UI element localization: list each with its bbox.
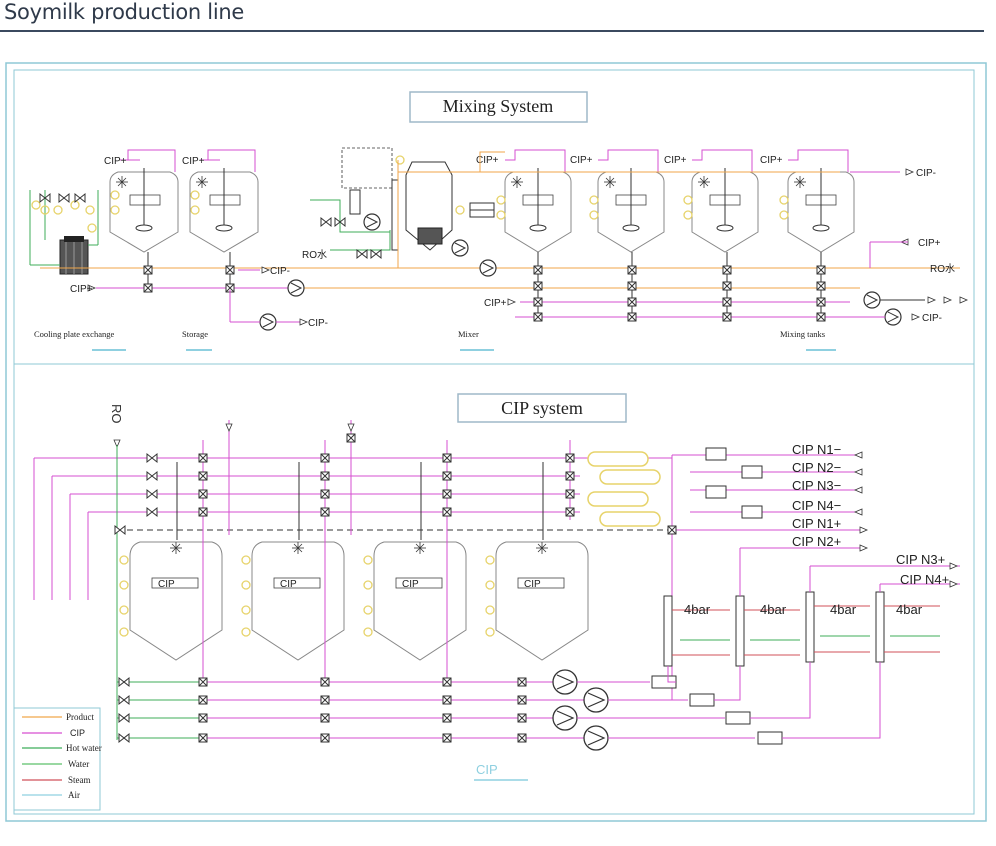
cip-plus-label-2: CIP+ — [182, 156, 205, 167]
ro-water-right: RO水 — [930, 263, 955, 275]
cip-tank-label-3: CIP — [402, 579, 419, 590]
pressure-label-3: 4bar — [830, 602, 857, 617]
cip-plus-right: CIP+ — [918, 238, 941, 249]
cip-plus-label-1: CIP+ — [104, 156, 127, 167]
label-mixing-tanks: Mixing tanks — [780, 329, 825, 339]
legend-label-cip: CIP — [70, 728, 85, 738]
cip-minus-storage-low: CIP- — [308, 318, 328, 329]
heat-exchanger-coils — [587, 451, 661, 527]
legend-label-water: Water — [68, 759, 89, 769]
mixing-pipework — [40, 151, 968, 331]
cip-plus-label-5: CIP+ — [664, 155, 687, 166]
cip-n4-plus: CIP N4+ — [900, 572, 949, 587]
ro-water-left: RO水 — [302, 249, 327, 261]
cip-minus-right-low: CIP- — [922, 313, 942, 324]
mixing-title-box — [409, 91, 588, 123]
cip-frame — [13, 363, 975, 815]
cip-bottom-label: CIP — [476, 762, 498, 777]
cip-system-title: CIP system — [501, 398, 583, 418]
mixing-system-title: Mixing System — [443, 96, 554, 116]
pressure-label-4: 4bar — [896, 602, 923, 617]
ro-label: RO — [109, 404, 124, 424]
cip-plus-left: CIP+ — [70, 284, 93, 295]
cip-n4-minus: CIP N4− — [792, 498, 841, 513]
cip-minus-storage: CIP- — [270, 266, 290, 277]
legend-label-product: Product — [66, 712, 94, 722]
cip-top-manifold — [33, 420, 672, 740]
label-mixer: Mixer — [458, 329, 479, 339]
pressure-label-2: 4bar — [760, 602, 787, 617]
cip-n3-minus: CIP N3− — [792, 478, 841, 493]
page-title: Soymilk production line — [4, 0, 245, 24]
cip-plus-label-4: CIP+ — [570, 155, 593, 166]
legend — [13, 707, 101, 811]
storage-tanks — [109, 149, 259, 253]
cip-plus-mid: CIP+ — [484, 298, 507, 309]
cip-title-box — [457, 393, 627, 423]
cip-n2-plus: CIP N2+ — [792, 534, 841, 549]
pressure-label-1: 4bar — [684, 602, 711, 617]
cip-n2-minus: CIP N2− — [792, 460, 841, 475]
label-storage: Storage — [182, 329, 208, 339]
legend-label-hotwater: Hot water — [66, 743, 102, 753]
cip-n1-minus: CIP N1− — [792, 442, 841, 457]
cip-n1-plus: CIP N1+ — [792, 516, 841, 531]
cip-tank-label-2: CIP — [280, 579, 297, 590]
legend-label-air: Air — [68, 790, 80, 800]
mixer — [310, 147, 495, 259]
cip-plus-label-6: CIP+ — [760, 155, 783, 166]
cip-distribution — [663, 447, 960, 700]
cip-tank-label-1: CIP — [158, 579, 175, 590]
title-divider — [0, 30, 984, 32]
cip-plus-label-3: CIP+ — [476, 155, 499, 166]
cip-tank-label-4: CIP — [524, 579, 541, 590]
cip-n3-plus: CIP N3+ — [896, 552, 945, 567]
legend-label-steam: Steam — [68, 775, 91, 785]
cip-return-manifold — [117, 662, 881, 751]
cip-tanks — [119, 541, 589, 661]
mixing-tanks — [496, 149, 855, 253]
cip-minus-right-top: CIP- — [916, 168, 936, 179]
label-cooling-plate: Cooling plate exchange — [34, 329, 114, 339]
outer-frame — [5, 62, 987, 822]
cooling-plate-exchanger — [29, 190, 99, 275]
